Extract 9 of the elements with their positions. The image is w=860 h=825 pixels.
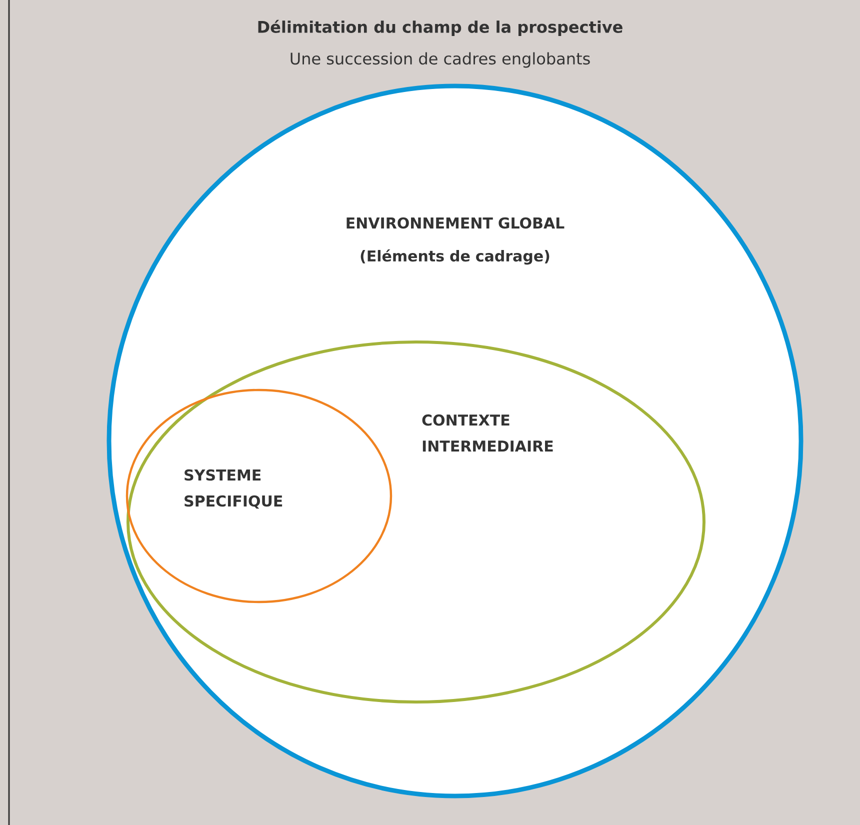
title: Délimitation du champ de la prospective xyxy=(258,20,622,36)
ellipse xyxy=(106,84,804,798)
node-label: CONTEXTE INTERMEDIAIRE xyxy=(422,414,553,452)
node-label: ENVIRONNEMENT GLOBAL xyxy=(346,217,564,229)
node-label: (Eléments de cadrage) xyxy=(360,249,550,265)
node-label: SYSTEME SPECIFIQUE xyxy=(184,469,282,509)
ellipse xyxy=(126,340,706,704)
subtitle: Une succession de cadres englobants xyxy=(290,52,590,68)
ellipse xyxy=(126,388,392,604)
